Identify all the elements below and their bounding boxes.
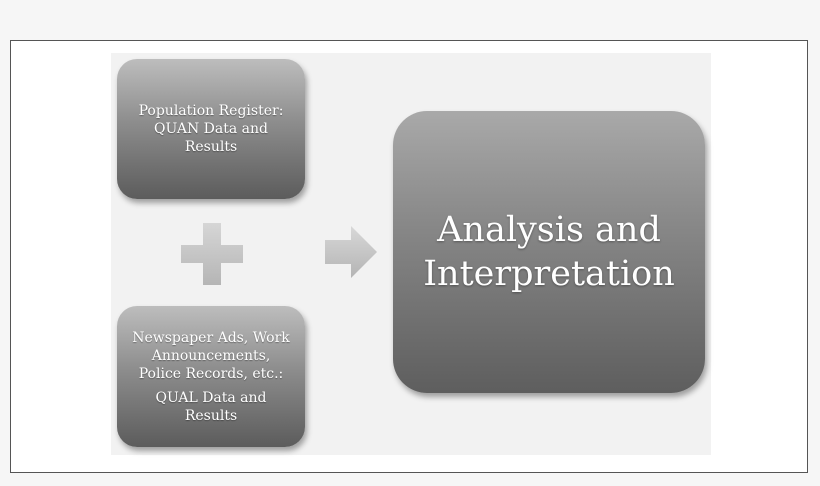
newspaper-box-line-2: Announcements, bbox=[151, 347, 271, 364]
population-box-line-1: Population Register: bbox=[138, 103, 284, 119]
newspaper-box-line-4: QUAL Data and bbox=[155, 389, 267, 406]
analysis-box-line-1: Analysis and bbox=[437, 210, 661, 250]
newspaper-box-line-1: Newspaper Ads, Work bbox=[132, 329, 290, 346]
population-box-line-2: QUAN Data and bbox=[154, 121, 268, 137]
diagram-canvas: Population Register: QUAN Data and Resul… bbox=[111, 53, 711, 455]
arrow-right-icon bbox=[325, 226, 377, 278]
plus-icon bbox=[181, 223, 243, 285]
population-register-box: Population Register: QUAN Data and Resul… bbox=[117, 59, 305, 199]
analysis-interpretation-box: Analysis and Interpretation bbox=[393, 111, 705, 393]
figure-frame: Population Register: QUAN Data and Resul… bbox=[10, 40, 808, 473]
newspaper-box-line-5: Results bbox=[184, 407, 238, 424]
newspaper-ads-box: Newspaper Ads, Work Announcements, Polic… bbox=[117, 306, 305, 447]
newspaper-box-line-3: Police Records, etc.: bbox=[138, 365, 284, 382]
population-box-line-3: Results bbox=[184, 139, 238, 155]
analysis-box-line-2: Interpretation bbox=[423, 254, 675, 294]
